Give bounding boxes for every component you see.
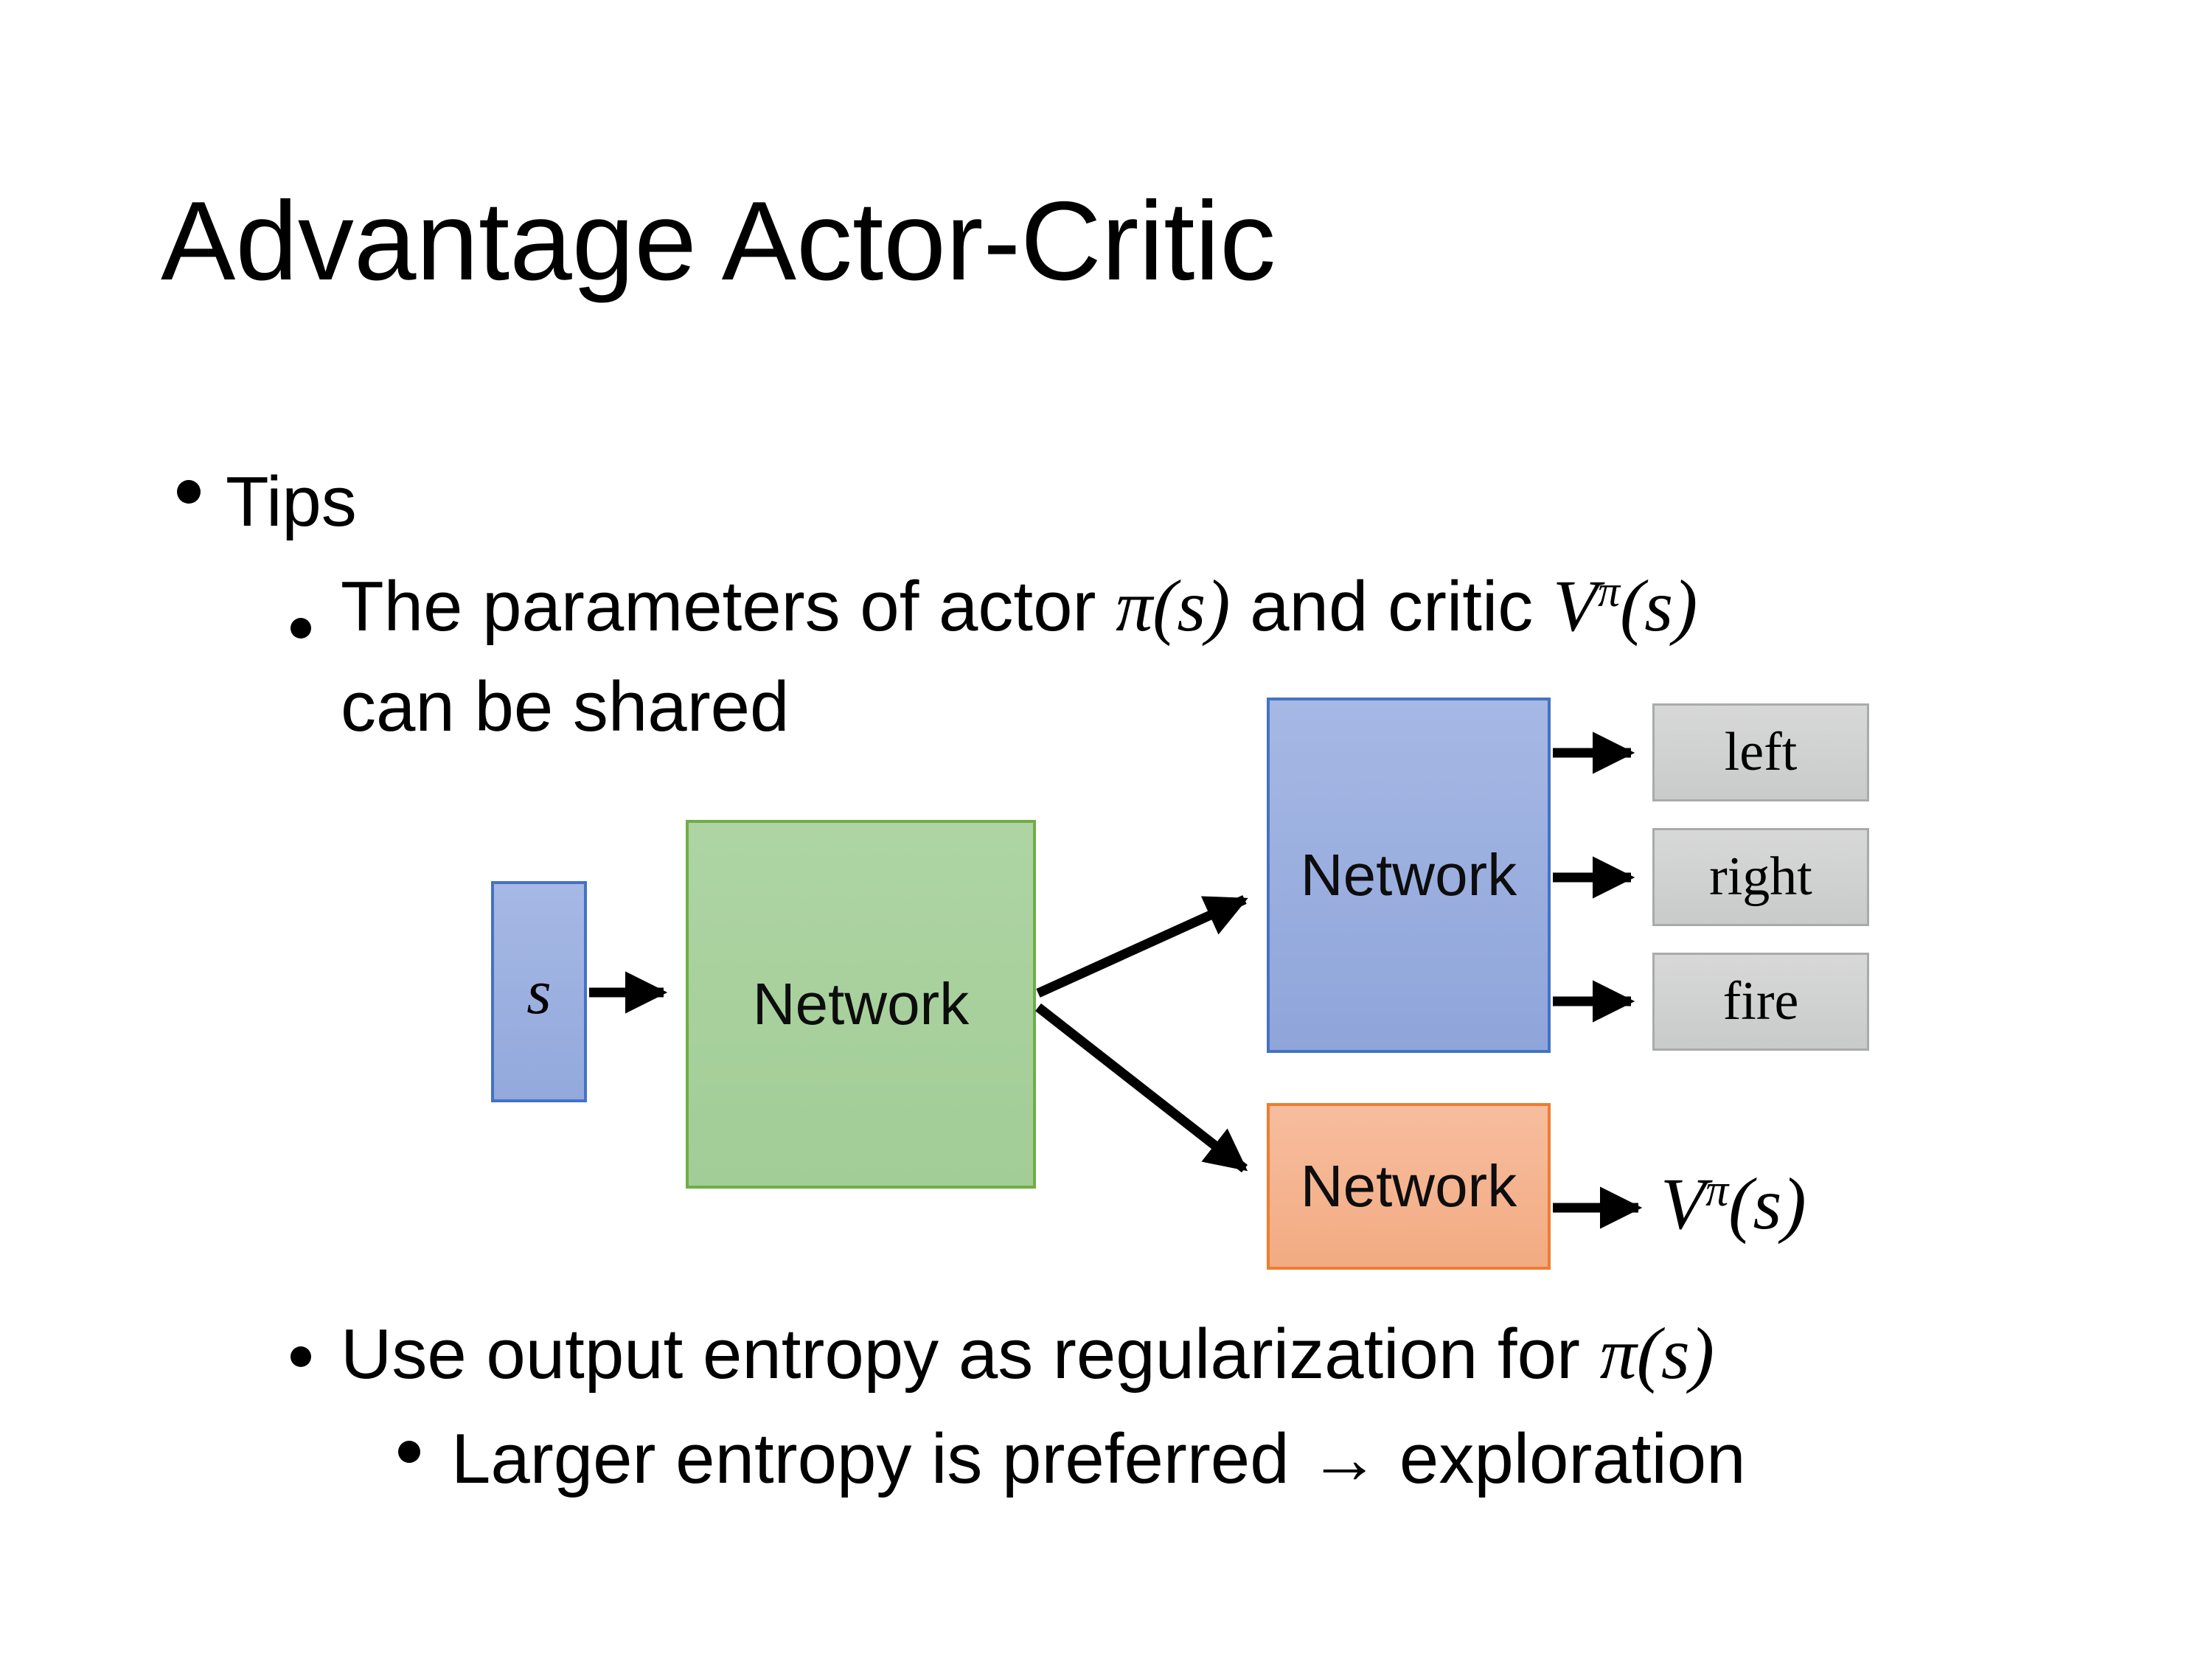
bullet-parameters-line1: The parameters of actor π(s) and critic … xyxy=(341,554,1697,658)
critic-output-label: Vπ(s) xyxy=(1660,1156,1806,1252)
critic-output-sup: π xyxy=(1705,1166,1729,1216)
bullet-tips: Tips xyxy=(226,462,357,541)
action-left-box: left xyxy=(1652,703,1869,801)
action-fire-label: fire xyxy=(1722,971,1799,1032)
arrow-shared-to-critic xyxy=(1034,1003,1248,1173)
bullet-parameters: The parameters of actor π(s) and critic … xyxy=(341,554,1697,757)
entropy-math: π(s) xyxy=(1599,1312,1714,1394)
actor-network-label: Network xyxy=(1300,842,1517,908)
slide-title: Advantage Actor-Critic xyxy=(161,178,1276,304)
params-text-before: The parameters of actor xyxy=(341,567,1116,646)
bullet-exploration: Larger entropy is preferred → exploratio… xyxy=(451,1419,1746,1498)
bullet-icon xyxy=(177,480,201,504)
bullet-parameters-line2: can be shared xyxy=(341,667,790,746)
shared-network-box: Network xyxy=(686,820,1036,1189)
state-label: s xyxy=(526,956,552,1027)
critic-network-box: Network xyxy=(1267,1103,1551,1270)
critic-math-sup: π xyxy=(1597,567,1620,616)
critic-math-base: V xyxy=(1552,565,1598,647)
bullet-entropy: Use output entropy as regularization for… xyxy=(341,1302,1714,1405)
bullet-icon xyxy=(398,1441,420,1463)
critic-math: Vπ(s) xyxy=(1553,565,1697,647)
critic-math-args: (s) xyxy=(1619,565,1698,647)
critic-network-label: Network xyxy=(1300,1153,1517,1219)
arrow-shared-to-actor xyxy=(1036,895,1248,998)
params-text-middle: and critic xyxy=(1230,567,1553,646)
shared-network-label: Network xyxy=(752,971,970,1037)
action-right-label: right xyxy=(1709,846,1812,907)
critic-output-base: V xyxy=(1660,1163,1706,1245)
bullet-icon xyxy=(291,618,311,639)
actor-math: π(s) xyxy=(1116,565,1231,647)
actor-network-box: Network xyxy=(1267,698,1551,1053)
action-left-label: left xyxy=(1724,722,1798,782)
state-box: s xyxy=(491,881,587,1102)
action-right-box: right xyxy=(1652,828,1869,926)
entropy-text: Use output entropy as regularization for xyxy=(341,1315,1600,1394)
critic-output-args: (s) xyxy=(1728,1163,1806,1245)
bullet-icon xyxy=(291,1346,311,1367)
action-fire-box: fire xyxy=(1652,953,1869,1051)
